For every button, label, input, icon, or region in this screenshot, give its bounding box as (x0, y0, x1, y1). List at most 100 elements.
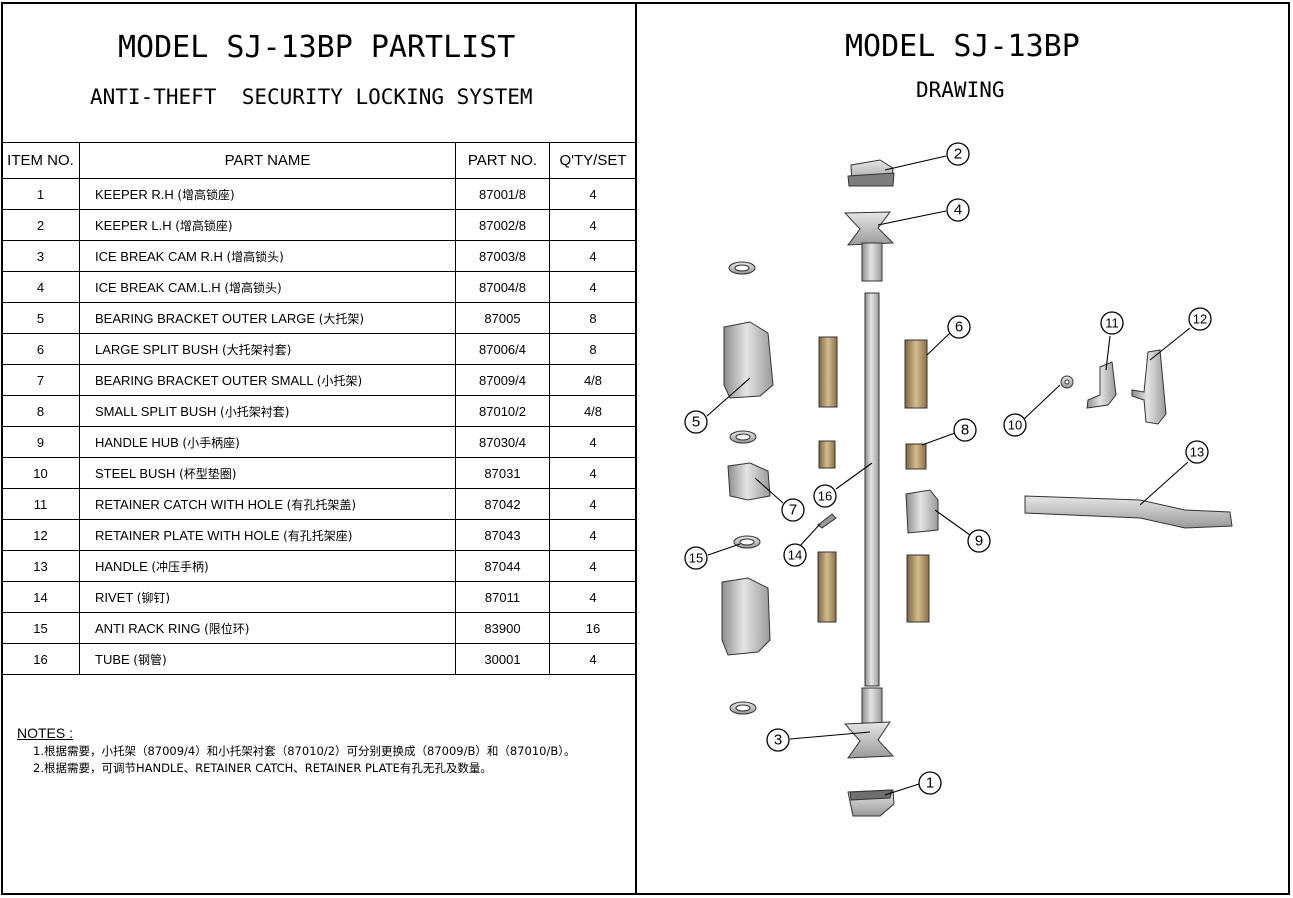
qty-cell: 16 (549, 612, 636, 644)
qty-cell: 4 (549, 240, 636, 272)
svg-text:2: 2 (954, 146, 962, 163)
part-name-cn: (铆钉) (136, 590, 171, 605)
part-no-cell: 87001/8 (455, 178, 550, 210)
part-no-cell: 87030/4 (455, 426, 550, 458)
part-name-cell: STEEL BUSH (杯型垫圈) (79, 457, 456, 489)
part-name-cell: RETAINER CATCH WITH HOLE (有孔托架盖) (79, 488, 456, 520)
drawing-subtitle: DRAWING (916, 78, 1005, 102)
svg-text:4: 4 (954, 202, 962, 219)
part-no-cell: 87010/2 (455, 395, 550, 427)
qty-cell: 4 (549, 271, 636, 303)
part-name-cn: (有孔托架座) (283, 528, 353, 543)
ice-break-cam-lh-part (843, 211, 895, 282)
svg-text:13: 13 (1190, 445, 1204, 460)
part-name-cell: BEARING BRACKET OUTER SMALL (小托架) (79, 364, 456, 396)
part-name-cell: TUBE (钢管) (79, 643, 456, 675)
part-name-cn: (杯型垫圈) (179, 466, 237, 481)
part-no-cell: 87006/4 (455, 333, 550, 365)
part-name-cn: (有孔托架盖) (286, 497, 357, 512)
callout-7: 7 (781, 498, 805, 522)
svg-text:3: 3 (774, 732, 782, 749)
item-no-cell: 8 (2, 395, 80, 427)
callout-13: 13 (1185, 440, 1209, 464)
part-name-cn: (大托架) (318, 311, 365, 326)
part-name-en: BEARING BRACKET OUTER LARGE (95, 310, 316, 326)
part-name-cn: (增高锁座) (175, 218, 233, 233)
part-no-cell: 87002/8 (455, 209, 550, 241)
part-no-cell: 87042 (455, 488, 550, 520)
callout-2: 2 (946, 142, 970, 166)
part-name-cell: RETAINER PLATE WITH HOLE (有孔托架座) (79, 519, 456, 551)
part-name-cell: SMALL SPLIT BUSH (小托架衬套) (79, 395, 456, 427)
header-item-no: ITEM NO. (2, 142, 80, 179)
notes-title: NOTES : (17, 725, 74, 741)
panel-divider (635, 2, 637, 895)
retainer-plate-part (1131, 349, 1167, 425)
part-name-cell: BEARING BRACKET OUTER LARGE (大托架) (79, 302, 456, 334)
part-name-cn: (冲压手柄) (151, 559, 209, 574)
part-no-cell: 87031 (455, 457, 550, 489)
qty-cell: 4 (549, 519, 636, 551)
drawing-title: MODEL SJ-13BP (845, 29, 1080, 64)
svg-text:14: 14 (788, 548, 802, 563)
part-name-cn: (增高锁头) (226, 249, 284, 264)
part-name-cell: LARGE SPLIT BUSH (大托架衬套) (79, 333, 456, 365)
item-no-cell: 10 (2, 457, 80, 489)
part-name-cell: HANDLE (冲压手柄) (79, 550, 456, 582)
part-name-en: ANTI RACK RING (95, 620, 201, 636)
part-name-cell: ICE BREAK CAM.L.H (增高锁头) (79, 271, 456, 303)
item-no-cell: 12 (2, 519, 80, 551)
svg-text:9: 9 (975, 533, 983, 550)
item-no-cell: 11 (2, 488, 80, 520)
qty-cell: 4/8 (549, 395, 636, 427)
part-name-cell: HANDLE HUB (小手柄座) (79, 426, 456, 458)
callout-6: 6 (947, 315, 971, 339)
item-no-cell: 16 (2, 643, 80, 675)
svg-text:15: 15 (689, 551, 703, 566)
svg-text:11: 11 (1105, 316, 1119, 331)
partlist-subtitle: ANTI-THEFT SECURITY LOCKING SYSTEM (90, 85, 533, 109)
part-name-cn: (限位环) (204, 621, 250, 636)
item-no-cell: 7 (2, 364, 80, 396)
part-name-cn: (增高锁座) (177, 187, 235, 202)
handle-hub-part (905, 489, 939, 534)
svg-text:16: 16 (818, 489, 832, 504)
part-no-cell: 30001 (455, 643, 550, 675)
svg-text:8: 8 (961, 422, 969, 439)
handle-part (1024, 495, 1233, 529)
part-name-cell: ANTI RACK RING (限位环) (79, 612, 456, 644)
part-name-en: BEARING BRACKET OUTER SMALL (95, 372, 314, 388)
qty-cell: 4 (549, 550, 636, 582)
part-name-cell: KEEPER R.H (增高锁座) (79, 178, 456, 210)
item-no-cell: 2 (2, 209, 80, 241)
item-no-cell: 5 (2, 302, 80, 334)
part-name-en: ICE BREAK CAM R.H (95, 248, 223, 264)
part-name-cell: RIVET (铆钉) (79, 581, 456, 613)
callout-16: 16 (813, 484, 837, 508)
svg-text:12: 12 (1193, 312, 1207, 327)
qty-cell: 4 (549, 426, 636, 458)
rivet-part (817, 513, 837, 529)
part-no-cell: 87011 (455, 581, 550, 613)
part-name-en: RETAINER PLATE WITH HOLE (95, 527, 280, 543)
part-name-en: SMALL SPLIT BUSH (95, 403, 217, 419)
part-name-cell: ICE BREAK CAM R.H (增高锁头) (79, 240, 456, 272)
item-no-cell: 14 (2, 581, 80, 613)
qty-cell: 4/8 (549, 364, 636, 396)
part-name-cn: (小手柄座) (182, 435, 240, 450)
callout-8: 8 (953, 418, 977, 442)
callout-4: 4 (946, 198, 970, 222)
exploded-drawing: 2 4 5 6 7 8 9 10 11 12 13 14 15 16 3 1 (684, 142, 1233, 817)
